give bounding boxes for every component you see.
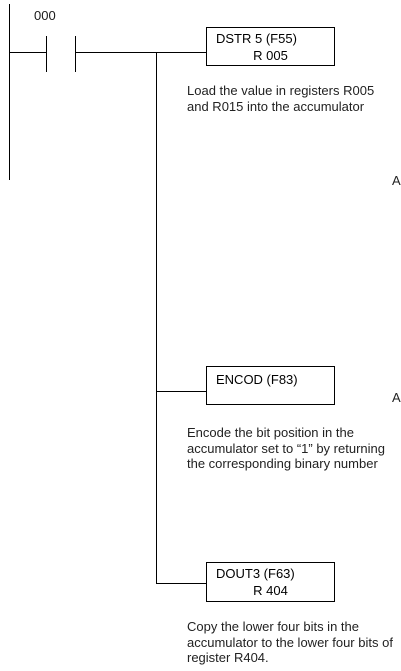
- edge-text: A: [392, 390, 401, 405]
- rung-wire-left: [9, 52, 46, 53]
- instruction-operand: R 404: [253, 583, 288, 598]
- instruction-box-encod[interactable]: ENCOD (F83): [206, 366, 335, 405]
- contact-right-plate: [75, 36, 76, 72]
- branch-stub-dout3: [156, 583, 206, 584]
- contact-address-label: 000: [34, 8, 56, 23]
- contact-left-plate: [46, 36, 47, 72]
- left-power-rail: [9, 4, 10, 180]
- instruction-box-dout3[interactable]: DOUT3 (F63) R 404: [206, 562, 335, 602]
- instruction-box-dstr5[interactable]: DSTR 5 (F55) R 005: [206, 27, 335, 66]
- branch-stub-encod: [156, 391, 206, 392]
- instruction-description: Load the value in registers R005 and R01…: [187, 83, 375, 114]
- instruction-name: DOUT3 (F63): [216, 566, 295, 581]
- branch-bus: [156, 52, 157, 583]
- instruction-name: ENCOD (F83): [216, 372, 298, 387]
- rung-wire-right: [75, 52, 206, 53]
- instruction-description: Copy the lower four bits in the accumula…: [187, 619, 393, 665]
- instruction-operand: R 005: [253, 48, 288, 63]
- edge-text: A: [392, 173, 401, 188]
- instruction-name: DSTR 5 (F55): [216, 31, 297, 46]
- instruction-description: Encode the bit position in the accumulat…: [187, 425, 385, 471]
